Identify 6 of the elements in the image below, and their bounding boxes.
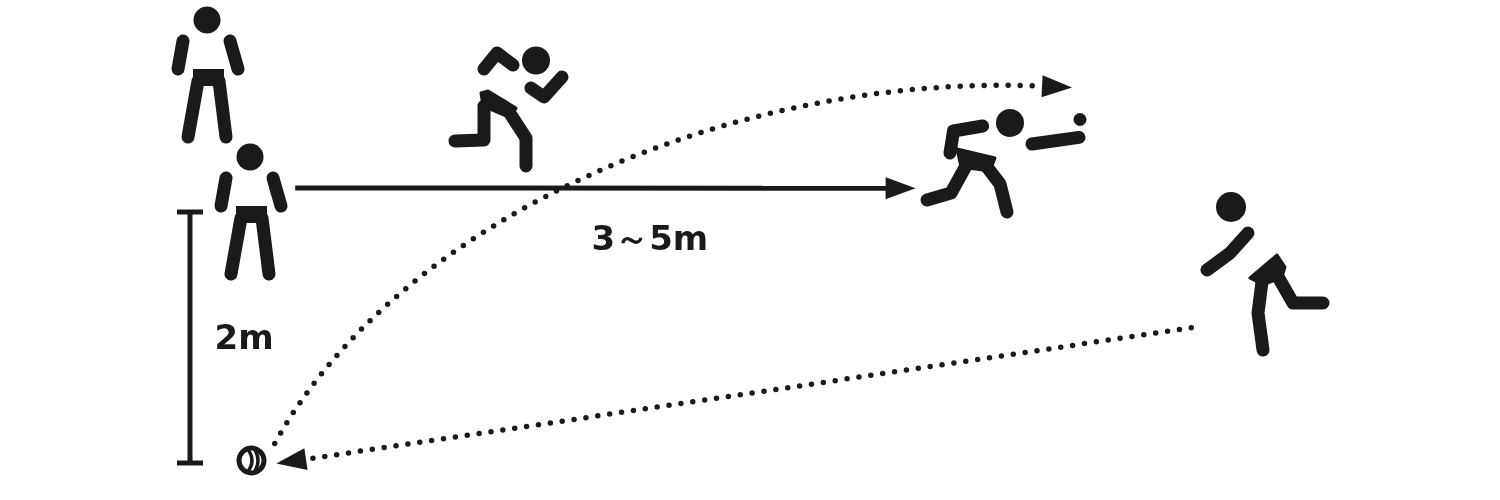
throwing-person-icon: [1198, 190, 1332, 358]
dotted-arrow: [272, 75, 1073, 447]
arrow: [295, 177, 916, 200]
ball-icon: [236, 445, 267, 476]
dotted-arrow: [276, 325, 1195, 471]
dimension-label: 2m: [214, 320, 274, 354]
